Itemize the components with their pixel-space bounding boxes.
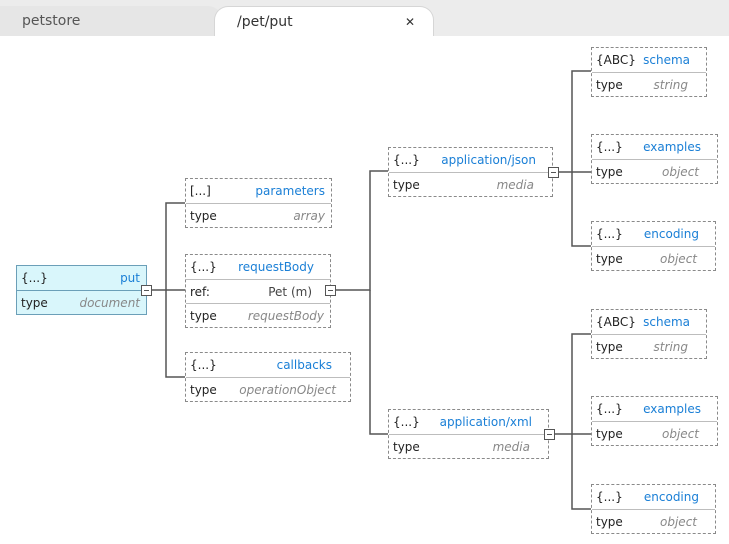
node-title: application/xml xyxy=(439,415,532,429)
node-header: {ABC} schema xyxy=(592,48,706,72)
node-json-examples[interactable]: {...} examples type object xyxy=(591,134,718,184)
type-key: type xyxy=(190,209,217,223)
object-badge: {...} xyxy=(596,402,623,416)
node-header: {...} encoding xyxy=(592,485,715,509)
node-title: encoding xyxy=(643,490,699,504)
object-badge: {...} xyxy=(596,140,623,154)
type-key: type xyxy=(393,440,420,454)
node-header: {...} examples xyxy=(592,397,717,421)
type-value: object xyxy=(660,252,697,266)
ref-key: ref: xyxy=(190,285,210,299)
ref-value: Pet (m) xyxy=(268,285,312,299)
type-key: type xyxy=(393,178,420,192)
node-put[interactable]: {...} put type document xyxy=(16,265,147,315)
tree-connectors xyxy=(147,70,591,510)
type-key: type xyxy=(190,309,217,323)
node-type-row: type object xyxy=(592,509,715,533)
type-value: operationObject xyxy=(239,383,336,397)
tab-bar: petstore /pet/put ✕ xyxy=(0,0,729,36)
node-header: {...} requestBody xyxy=(186,255,330,279)
node-title: requestBody xyxy=(238,260,314,274)
object-badge: {...} xyxy=(190,260,217,274)
node-header: [...] parameters xyxy=(186,179,331,203)
type-value: object xyxy=(662,427,699,441)
node-application-json[interactable]: {...} application/json type media xyxy=(388,147,553,197)
node-type-row: type string xyxy=(592,72,706,96)
node-type-row: type object xyxy=(592,159,717,183)
schema-tree-canvas: {...} put type document [...] parameters… xyxy=(0,36,729,544)
type-value: array xyxy=(293,209,325,223)
node-header: {...} encoding xyxy=(592,222,715,246)
collapse-toggle-icon[interactable] xyxy=(325,285,336,296)
node-json-schema[interactable]: {ABC} schema type string xyxy=(591,47,707,97)
array-badge: [...] xyxy=(190,184,211,198)
object-badge: {...} xyxy=(596,490,623,504)
collapse-toggle-icon[interactable] xyxy=(548,167,559,178)
type-value: requestBody xyxy=(247,309,324,323)
node-xml-examples[interactable]: {...} examples type object xyxy=(591,396,718,446)
node-header: {ABC} schema xyxy=(592,310,706,334)
tab-label: /pet/put xyxy=(237,14,293,30)
node-header: {...} examples xyxy=(592,135,717,159)
node-header: {...} application/xml xyxy=(389,410,548,434)
type-key: type xyxy=(596,252,623,266)
type-value: object xyxy=(662,165,699,179)
node-title: application/json xyxy=(441,153,536,167)
tab-label: petstore xyxy=(22,13,81,29)
node-xml-encoding[interactable]: {...} encoding type object xyxy=(591,484,716,534)
node-parameters[interactable]: [...] parameters type array xyxy=(185,178,332,228)
object-badge: {...} xyxy=(21,271,48,285)
node-xml-schema[interactable]: {ABC} schema type string xyxy=(591,309,707,359)
collapse-toggle-icon[interactable] xyxy=(544,429,555,440)
string-badge: {ABC} xyxy=(596,53,636,67)
close-icon[interactable]: ✕ xyxy=(404,15,415,29)
node-title: examples xyxy=(643,140,701,154)
type-key: type xyxy=(596,515,623,529)
node-type-row: type document xyxy=(17,290,146,314)
type-value: media xyxy=(496,178,534,192)
type-value: string xyxy=(653,340,688,354)
type-key: type xyxy=(190,383,217,397)
node-header: {...} callbacks xyxy=(186,353,350,377)
node-title: schema xyxy=(643,53,690,67)
type-key: type xyxy=(596,340,623,354)
node-type-row: type media xyxy=(389,434,548,458)
node-type-row: type string xyxy=(592,334,706,358)
node-title: encoding xyxy=(643,227,699,241)
node-title: parameters xyxy=(255,184,325,198)
node-header: {...} application/json xyxy=(389,148,552,172)
node-type-row: type object xyxy=(592,246,715,270)
type-key: type xyxy=(596,427,623,441)
node-type-row: type object xyxy=(592,421,717,445)
string-badge: {ABC} xyxy=(596,315,636,329)
node-title: schema xyxy=(643,315,690,329)
node-header: {...} put xyxy=(17,266,146,290)
type-value: document xyxy=(79,296,140,310)
object-badge: {...} xyxy=(393,415,420,429)
object-badge: {...} xyxy=(393,153,420,167)
type-value: string xyxy=(653,78,688,92)
node-type-row: type media xyxy=(389,172,552,196)
tab-petstore[interactable]: petstore xyxy=(0,6,222,36)
type-value: media xyxy=(492,440,530,454)
type-value: object xyxy=(660,515,697,529)
type-key: type xyxy=(596,78,623,92)
node-json-encoding[interactable]: {...} encoding type object xyxy=(591,221,716,271)
node-type-row: type operationObject xyxy=(186,377,350,401)
object-badge: {...} xyxy=(596,227,623,241)
object-badge: {...} xyxy=(190,358,217,372)
node-title: callbacks xyxy=(276,358,332,372)
node-ref-row: ref: Pet (m) xyxy=(186,279,330,303)
node-callbacks[interactable]: {...} callbacks type operationObject xyxy=(185,352,351,402)
type-key: type xyxy=(21,296,48,310)
collapse-toggle-icon[interactable] xyxy=(141,285,152,296)
node-type-row: type requestBody xyxy=(186,303,330,327)
node-title: put xyxy=(120,271,140,285)
node-type-row: type array xyxy=(186,203,331,227)
tab-pet-put[interactable]: /pet/put ✕ xyxy=(214,6,434,36)
node-title: examples xyxy=(643,402,701,416)
type-key: type xyxy=(596,165,623,179)
node-requestBody[interactable]: {...} requestBody ref: Pet (m) type requ… xyxy=(185,254,331,328)
node-application-xml[interactable]: {...} application/xml type media xyxy=(388,409,549,459)
